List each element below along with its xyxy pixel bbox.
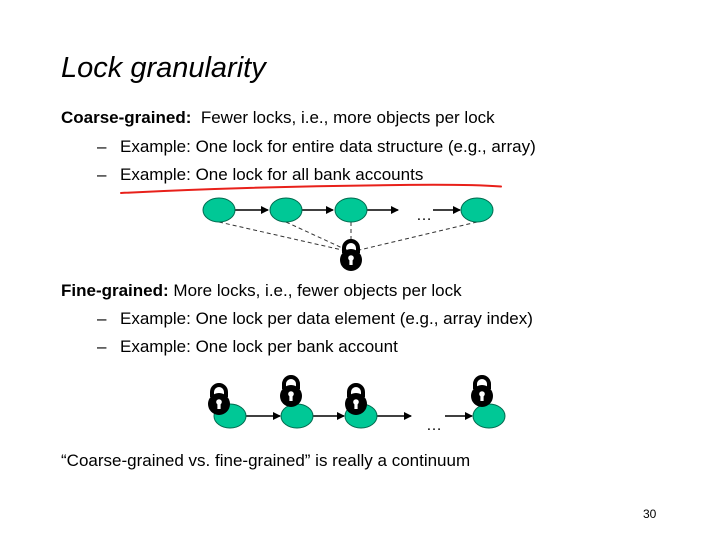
coarse-bullet-1-text: Example: One lock for entire data struct…: [120, 137, 536, 156]
bullet-dash: –: [97, 165, 107, 184]
fine-node-2: [280, 403, 314, 429]
fine-bullet-2: –Example: One lock per bank account: [97, 337, 398, 357]
fine-grained-text: More locks, i.e., fewer objects per lock: [173, 281, 462, 300]
coarse-grained-label: Coarse-grained:: [61, 108, 192, 127]
bullet-dash: –: [97, 137, 107, 156]
fine-grained-label: Fine-grained:: [61, 281, 169, 300]
padlock-icon: [280, 375, 302, 407]
fine-bullet-1-text: Example: One lock per data element (e.g.…: [120, 309, 533, 328]
coarse-grained-text: Fewer locks, i.e., more objects per lock: [200, 108, 495, 127]
node-3: [334, 197, 368, 223]
padlock-icon: [345, 383, 367, 415]
fine-bullet-2-text: Example: One lock per bank account: [120, 337, 398, 356]
coarse-grained-heading: Coarse-grained: Fewer locks, i.e., more …: [61, 108, 495, 128]
slide-title: Lock granularity: [61, 52, 266, 84]
dashed-link-2: [285, 221, 352, 253]
fine-node-4: [472, 403, 506, 429]
continuum-statement: “Coarse-grained vs. fine-grained” is rea…: [61, 451, 471, 470]
coarse-ellipsis: …: [416, 207, 432, 224]
page-number: 30: [643, 507, 657, 521]
fine-ellipsis: …: [426, 417, 442, 434]
fine-grained-heading: Fine-grained: More locks, i.e., fewer ob…: [61, 281, 462, 301]
coarse-bullet-1: –Example: One lock for entire data struc…: [97, 137, 536, 157]
node-4: [460, 197, 494, 223]
node-1: [202, 197, 236, 223]
coarse-bullet-2-text: Example: One lock for all bank accounts: [120, 165, 424, 184]
bullet-dash: –: [97, 309, 107, 328]
fine-bullet-1: –Example: One lock per data element (e.g…: [97, 309, 533, 329]
padlock-icon: [471, 375, 493, 407]
dashed-link-1: [218, 221, 352, 253]
padlock-icon: [340, 239, 362, 271]
bullet-dash: –: [97, 337, 107, 356]
coarse-bullet-2: –Example: One lock for all bank accounts: [97, 165, 423, 185]
node-2: [269, 197, 303, 223]
dashed-link-4: [350, 221, 478, 253]
padlock-icon: [208, 383, 230, 415]
